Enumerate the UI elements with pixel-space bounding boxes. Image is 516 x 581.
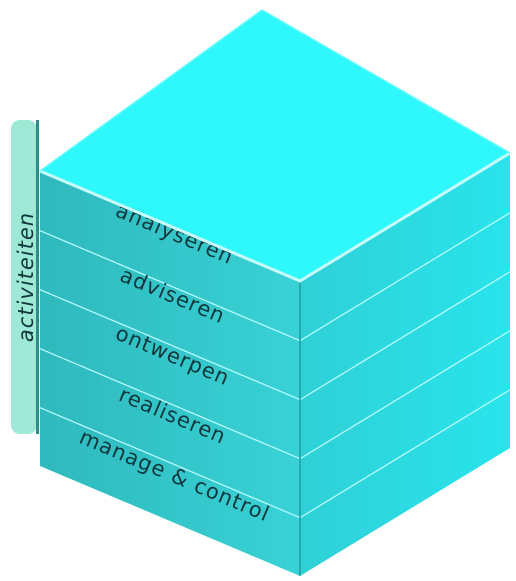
layer-3-left-face [40, 289, 300, 458]
layer-1-left-face [40, 171, 300, 340]
layer-3: ontwerpen [39, 269, 511, 458]
layer-2-right-face [300, 212, 510, 399]
layer-5-right-face [300, 389, 510, 576]
layer-4-left-face [40, 348, 300, 517]
side-bar [11, 120, 37, 434]
layer-5-left-face [40, 407, 300, 576]
stack-top-back-edge [39, 9, 511, 172]
layer-3-right-face [300, 271, 510, 458]
layer-1-right-face [300, 153, 510, 340]
stack-top [39, 9, 511, 283]
side-label: activiteiten [14, 212, 38, 342]
layer-2-left-face [40, 230, 300, 399]
side-bar-line [36, 120, 39, 434]
stack-top-edge [39, 151, 511, 283]
stack-top-face [40, 10, 510, 281]
layer-4-right-face [300, 330, 510, 517]
side-bracket: activiteiten [11, 120, 39, 434]
